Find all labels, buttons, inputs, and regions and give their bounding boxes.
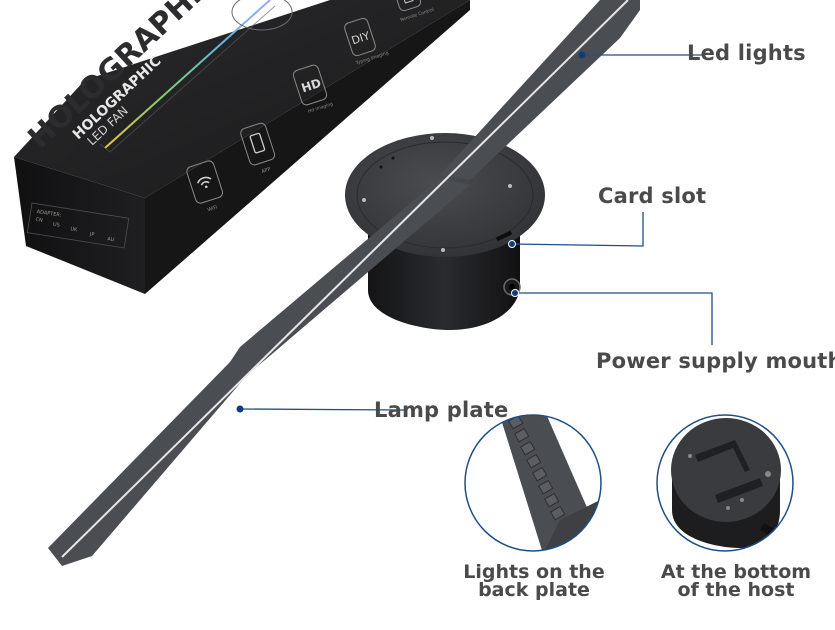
fan-host bbox=[345, 133, 545, 330]
feature-wifi: WiFi bbox=[186, 160, 224, 214]
callout-dots bbox=[236, 51, 586, 413]
adapter-panel: ADAPTER: CN US UK JP AU bbox=[26, 202, 130, 249]
box-front-face bbox=[14, 0, 470, 198]
caption-back-plate-line2: back plate bbox=[478, 579, 590, 601]
card-slot bbox=[495, 230, 513, 242]
remote-icon bbox=[401, 0, 414, 4]
adapter-uk: UK bbox=[70, 226, 79, 233]
callout-dot-led bbox=[578, 51, 586, 59]
phone-icon bbox=[249, 132, 266, 154]
callout-dot-card bbox=[508, 240, 516, 248]
caption-host-bottom-line2: of the host bbox=[677, 579, 795, 601]
box-side-face bbox=[145, 0, 470, 294]
callout-line-card bbox=[511, 212, 644, 247]
label-card-slot: Card slot bbox=[598, 184, 707, 208]
caption-back-plate-line1: Lights on the bbox=[463, 561, 605, 583]
diy-icon: DIY bbox=[350, 29, 372, 47]
feature-app: APP bbox=[240, 122, 276, 175]
fan-blade bbox=[48, 0, 640, 566]
inset-ring bbox=[464, 414, 602, 552]
box-blade-illustration bbox=[104, 0, 271, 149]
feature-app-label: APP bbox=[261, 166, 272, 175]
led-strip bbox=[61, 0, 629, 558]
adapter-au: AU bbox=[107, 236, 115, 243]
inset-back-plate bbox=[464, 414, 602, 552]
box-top-stripe bbox=[14, 60, 150, 165]
inset-ring bbox=[656, 414, 794, 552]
adapter-jp: JP bbox=[88, 231, 94, 238]
led-chips bbox=[507, 415, 566, 521]
hd-icon: HD bbox=[300, 76, 323, 96]
callout-dot-power bbox=[511, 289, 519, 297]
feature-wifi-label: WiFi bbox=[207, 205, 218, 214]
wifi-icon bbox=[196, 176, 212, 186]
inset-host-bottom bbox=[656, 414, 794, 552]
mount-bracket bbox=[695, 440, 750, 472]
label-power-supply: Power supply mouth bbox=[596, 349, 835, 373]
blade-lower bbox=[48, 178, 470, 566]
label-lamp-plate: Lamp plate bbox=[374, 398, 509, 422]
caption-host-bottom-line1: At the bottom bbox=[660, 561, 812, 583]
callout-line-power bbox=[515, 292, 713, 345]
callout-dot-lamp bbox=[236, 405, 244, 413]
caption-back-plate: Lights on the back plate bbox=[455, 561, 613, 601]
label-led-lights: Led lights bbox=[687, 41, 806, 65]
callout-lines bbox=[239, 54, 713, 411]
caption-host-bottom: At the bottom of the host bbox=[651, 561, 821, 601]
blade-upper bbox=[440, 0, 640, 180]
callout-line-lamp bbox=[239, 408, 406, 411]
adapter-us: US bbox=[52, 222, 60, 229]
box-end-face bbox=[14, 157, 145, 294]
adapter-cn: CN bbox=[35, 217, 43, 224]
adapter-title: ADAPTER: bbox=[36, 209, 62, 219]
feature-diy: DIY Typing imaging bbox=[344, 17, 390, 67]
